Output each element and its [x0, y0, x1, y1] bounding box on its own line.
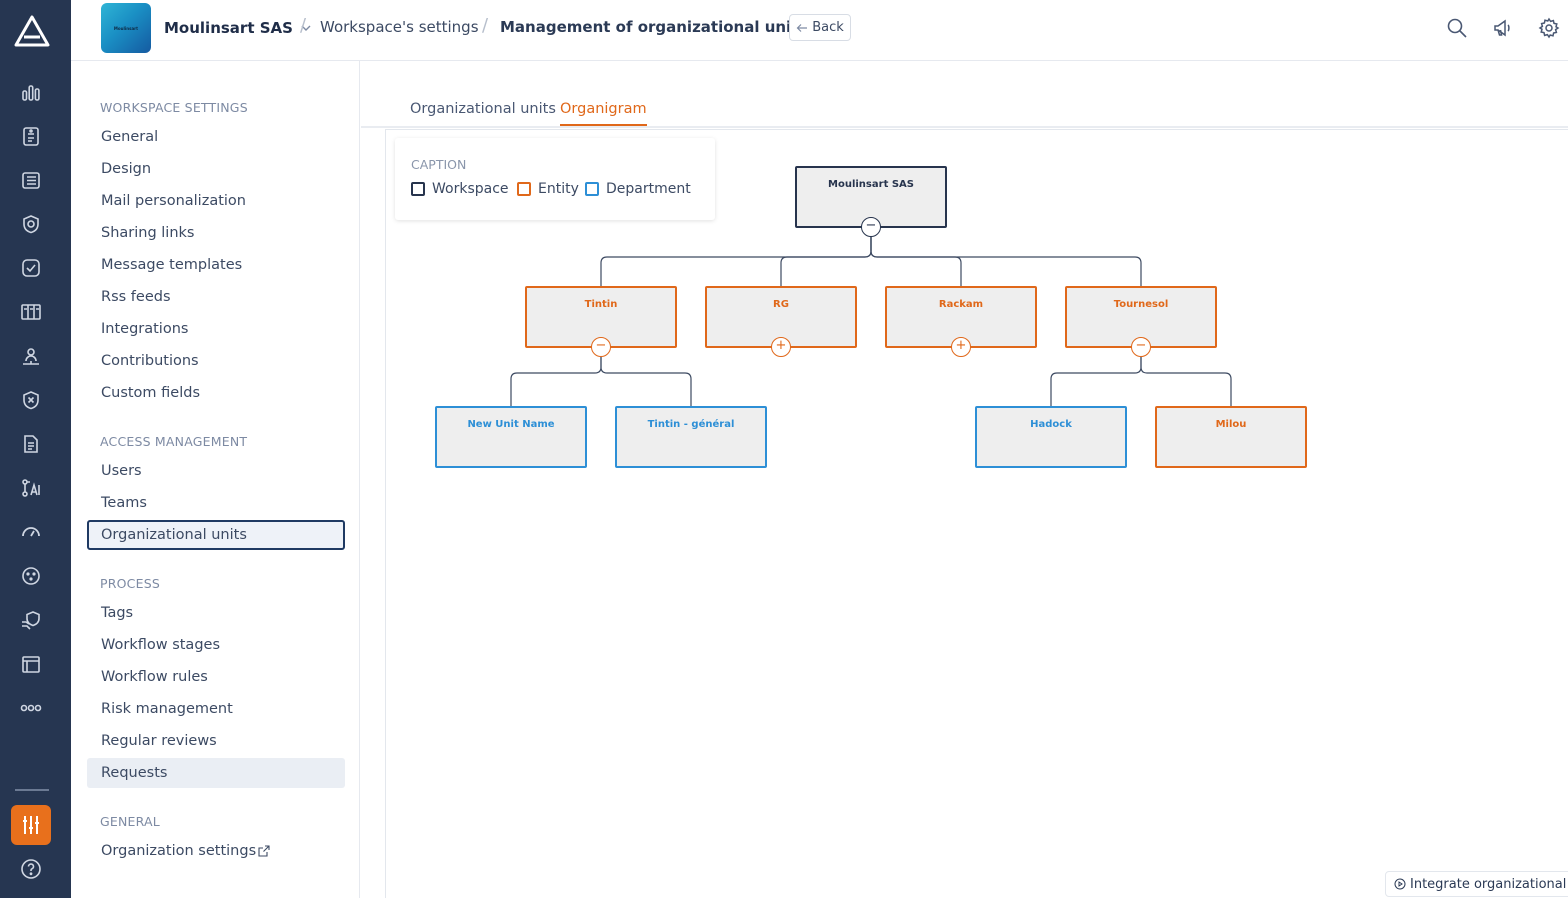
page-title: Management of organizational units: [500, 18, 808, 36]
back-label: Back: [812, 20, 844, 35]
nav-item-message-templates[interactable]: Message templates: [101, 257, 243, 273]
nav-item-regular-reviews[interactable]: Regular reviews: [101, 733, 217, 749]
play-circle-icon: [1394, 878, 1406, 890]
section-title-general: GENERAL: [100, 814, 160, 829]
dots-circle-icon[interactable]: [18, 563, 44, 589]
org-node-department[interactable]: Tintin - général: [615, 406, 767, 468]
legend-department: Department: [585, 181, 691, 197]
section-title-access-management: ACCESS MANAGEMENT: [100, 434, 248, 449]
shield-cycle-icon[interactable]: [18, 211, 44, 237]
nav-item-risk-management[interactable]: Risk management: [101, 701, 233, 717]
integrate-button-label: Integrate organizational u: [1410, 876, 1568, 892]
breadcrumb-separator: /: [300, 15, 307, 36]
legend-workspace-label: Workspace: [432, 181, 509, 197]
checklist-icon[interactable]: [18, 255, 44, 281]
entity-swatch: [517, 182, 531, 196]
nav-item-workflow-rules[interactable]: Workflow rules: [101, 669, 208, 685]
expand-toggle[interactable]: +: [951, 337, 971, 357]
workspace-swatch: [411, 182, 425, 196]
nav-item-tags[interactable]: Tags: [101, 605, 134, 621]
section-title-process: PROCESS: [100, 576, 160, 591]
rail-divider: [15, 789, 49, 791]
window-icon[interactable]: [18, 651, 44, 677]
help-icon[interactable]: [18, 856, 44, 882]
top-bar: Moulinsart Moulinsart SAS / Workspace's …: [71, 0, 1568, 61]
gauge-icon[interactable]: [18, 519, 44, 545]
main-content: Organizational units Organigram CAPTION …: [361, 61, 1568, 898]
app-logo-icon[interactable]: [14, 14, 50, 50]
tab-organigram[interactable]: Organigram: [560, 101, 647, 126]
nav-item-organizational-units[interactable]: Organizational units: [87, 520, 345, 550]
settings-sliders-icon[interactable]: [11, 805, 51, 845]
workspace-name: Moulinsart SAS: [164, 19, 293, 37]
nav-item-mail-personalization[interactable]: Mail personalization: [101, 193, 246, 209]
org-node-department[interactable]: New Unit Name: [435, 406, 587, 468]
tabs-divider: [361, 126, 1568, 128]
nav-item-teams[interactable]: Teams: [101, 495, 147, 511]
legend-entity-label: Entity: [538, 181, 579, 197]
legend-entity: Entity: [517, 181, 579, 197]
nav-item-label: Organization settings: [101, 843, 257, 859]
legend-department-label: Department: [606, 181, 691, 197]
nav-item-sharing-links[interactable]: Sharing links: [101, 225, 195, 241]
collapse-toggle-root[interactable]: −: [861, 217, 881, 237]
tab-organizational-units[interactable]: Organizational units: [410, 101, 556, 117]
caption-title: CAPTION: [411, 157, 467, 172]
shield-x-icon[interactable]: [18, 387, 44, 413]
nav-item-design[interactable]: Design: [101, 161, 152, 177]
org-node-department[interactable]: Hadock: [975, 406, 1127, 468]
org-node-entity[interactable]: Milou: [1155, 406, 1307, 468]
breadcrumb-settings[interactable]: Workspace's settings: [320, 18, 479, 36]
more-icon[interactable]: [18, 695, 44, 721]
department-swatch: [585, 182, 599, 196]
dashboard-icon[interactable]: [18, 80, 44, 106]
chevron-down-icon: [301, 25, 311, 31]
document-clipboard-icon[interactable]: [18, 123, 44, 149]
shield-hand-icon[interactable]: [18, 607, 44, 633]
breadcrumb-separator: /: [482, 15, 489, 36]
settings-sidebar: WORKSPACE SETTINGS General Design Mail p…: [71, 61, 360, 898]
search-icon[interactable]: [1446, 17, 1468, 39]
organigram-canvas[interactable]: [385, 129, 1568, 898]
legend-workspace: Workspace: [411, 181, 509, 197]
nav-item-organization-settings[interactable]: Organization settings: [87, 836, 345, 866]
columns-icon[interactable]: [18, 299, 44, 325]
ai-network-icon[interactable]: [18, 475, 44, 501]
expand-toggle[interactable]: +: [771, 337, 791, 357]
nav-item-integrations[interactable]: Integrations: [101, 321, 189, 337]
person-network-icon[interactable]: [18, 343, 44, 369]
integrate-organizational-units-button[interactable]: Integrate organizational u: [1385, 871, 1568, 897]
announcement-icon[interactable]: [1491, 17, 1513, 39]
nav-item-workflow-stages[interactable]: Workflow stages: [101, 637, 220, 653]
workspace-selector[interactable]: Moulinsart SAS: [164, 19, 311, 37]
external-link-icon: [258, 845, 270, 857]
nav-item-custom-fields[interactable]: Custom fields: [101, 385, 201, 401]
icon-rail: [0, 0, 71, 898]
register-icon[interactable]: [18, 167, 44, 193]
nav-item-general[interactable]: General: [101, 129, 159, 145]
gear-icon[interactable]: [1538, 17, 1560, 39]
collapse-toggle[interactable]: −: [591, 337, 611, 357]
workspace-logo[interactable]: Moulinsart: [101, 3, 151, 53]
nav-item-contributions[interactable]: Contributions: [101, 353, 199, 369]
nav-item-rss-feeds[interactable]: Rss feeds: [101, 289, 171, 305]
back-button[interactable]: Back: [789, 14, 851, 41]
caption-panel: CAPTION Workspace Entity Department: [395, 138, 715, 220]
workspace-logo-text: Moulinsart: [113, 25, 139, 31]
nav-item-requests[interactable]: Requests: [87, 758, 345, 788]
file-text-icon[interactable]: [18, 431, 44, 457]
collapse-toggle[interactable]: −: [1131, 337, 1151, 357]
arrow-left-icon: [796, 23, 808, 32]
section-title-workspace-settings: WORKSPACE SETTINGS: [100, 100, 248, 115]
nav-item-users[interactable]: Users: [101, 463, 142, 479]
